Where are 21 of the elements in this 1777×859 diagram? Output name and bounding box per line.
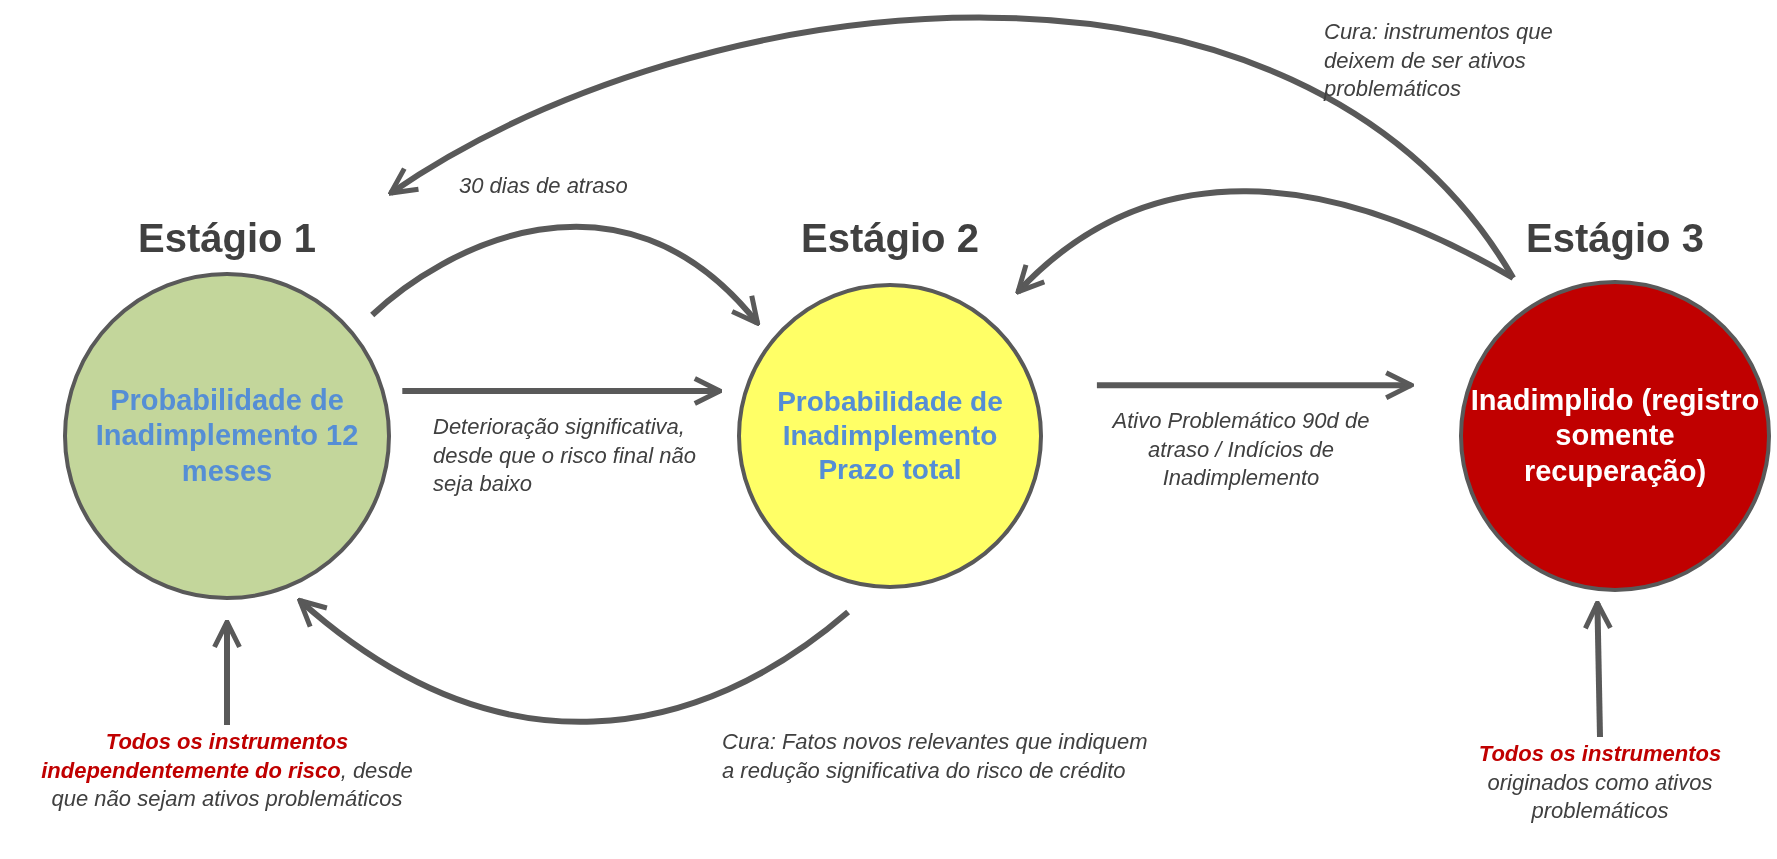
edge-label: Ativo Problemático 90d de atraso / Indícios de Inadimplemento — [1110, 407, 1371, 493]
note-text: Todos os instrumentos independentemente do risco, desde que não sejam ativos problemáticos — [27, 728, 427, 814]
arrow — [297, 598, 850, 725]
edge-label: Cura: instrumentos que deixem de ser ativos problemáticos — [1324, 18, 1554, 104]
arrow — [370, 223, 760, 326]
arrow — [1015, 188, 1515, 295]
arrow — [212, 619, 242, 725]
stage-circle: Probabilidade de Inadimplemento 12 meses — [63, 272, 391, 600]
stage-circle: Probabilidade de Inadimplemento Prazo total — [737, 283, 1043, 589]
stage-heading: Estágio 2 — [801, 215, 979, 262]
arrow — [402, 376, 723, 406]
arrow — [1096, 370, 1414, 401]
edge-label: 30 dias de atraso — [459, 172, 629, 200]
stage-circle: Inadimplido (registro somente recuperação) — [1459, 280, 1771, 592]
arrow — [1582, 600, 1613, 738]
note-text: Todos os instrumentos originados como ativos problemáticos — [1430, 740, 1770, 826]
edge-label: Deterioração significativa, desde que o risco final não seja baixo — [433, 413, 697, 499]
stage-heading: Estágio 3 — [1526, 215, 1704, 262]
arrow — [388, 14, 1516, 280]
stage-heading: Estágio 1 — [138, 215, 316, 262]
edge-label: Cura: Fatos novos relevantes que indiquem a redução significativa do risco de crédito — [722, 728, 1149, 785]
